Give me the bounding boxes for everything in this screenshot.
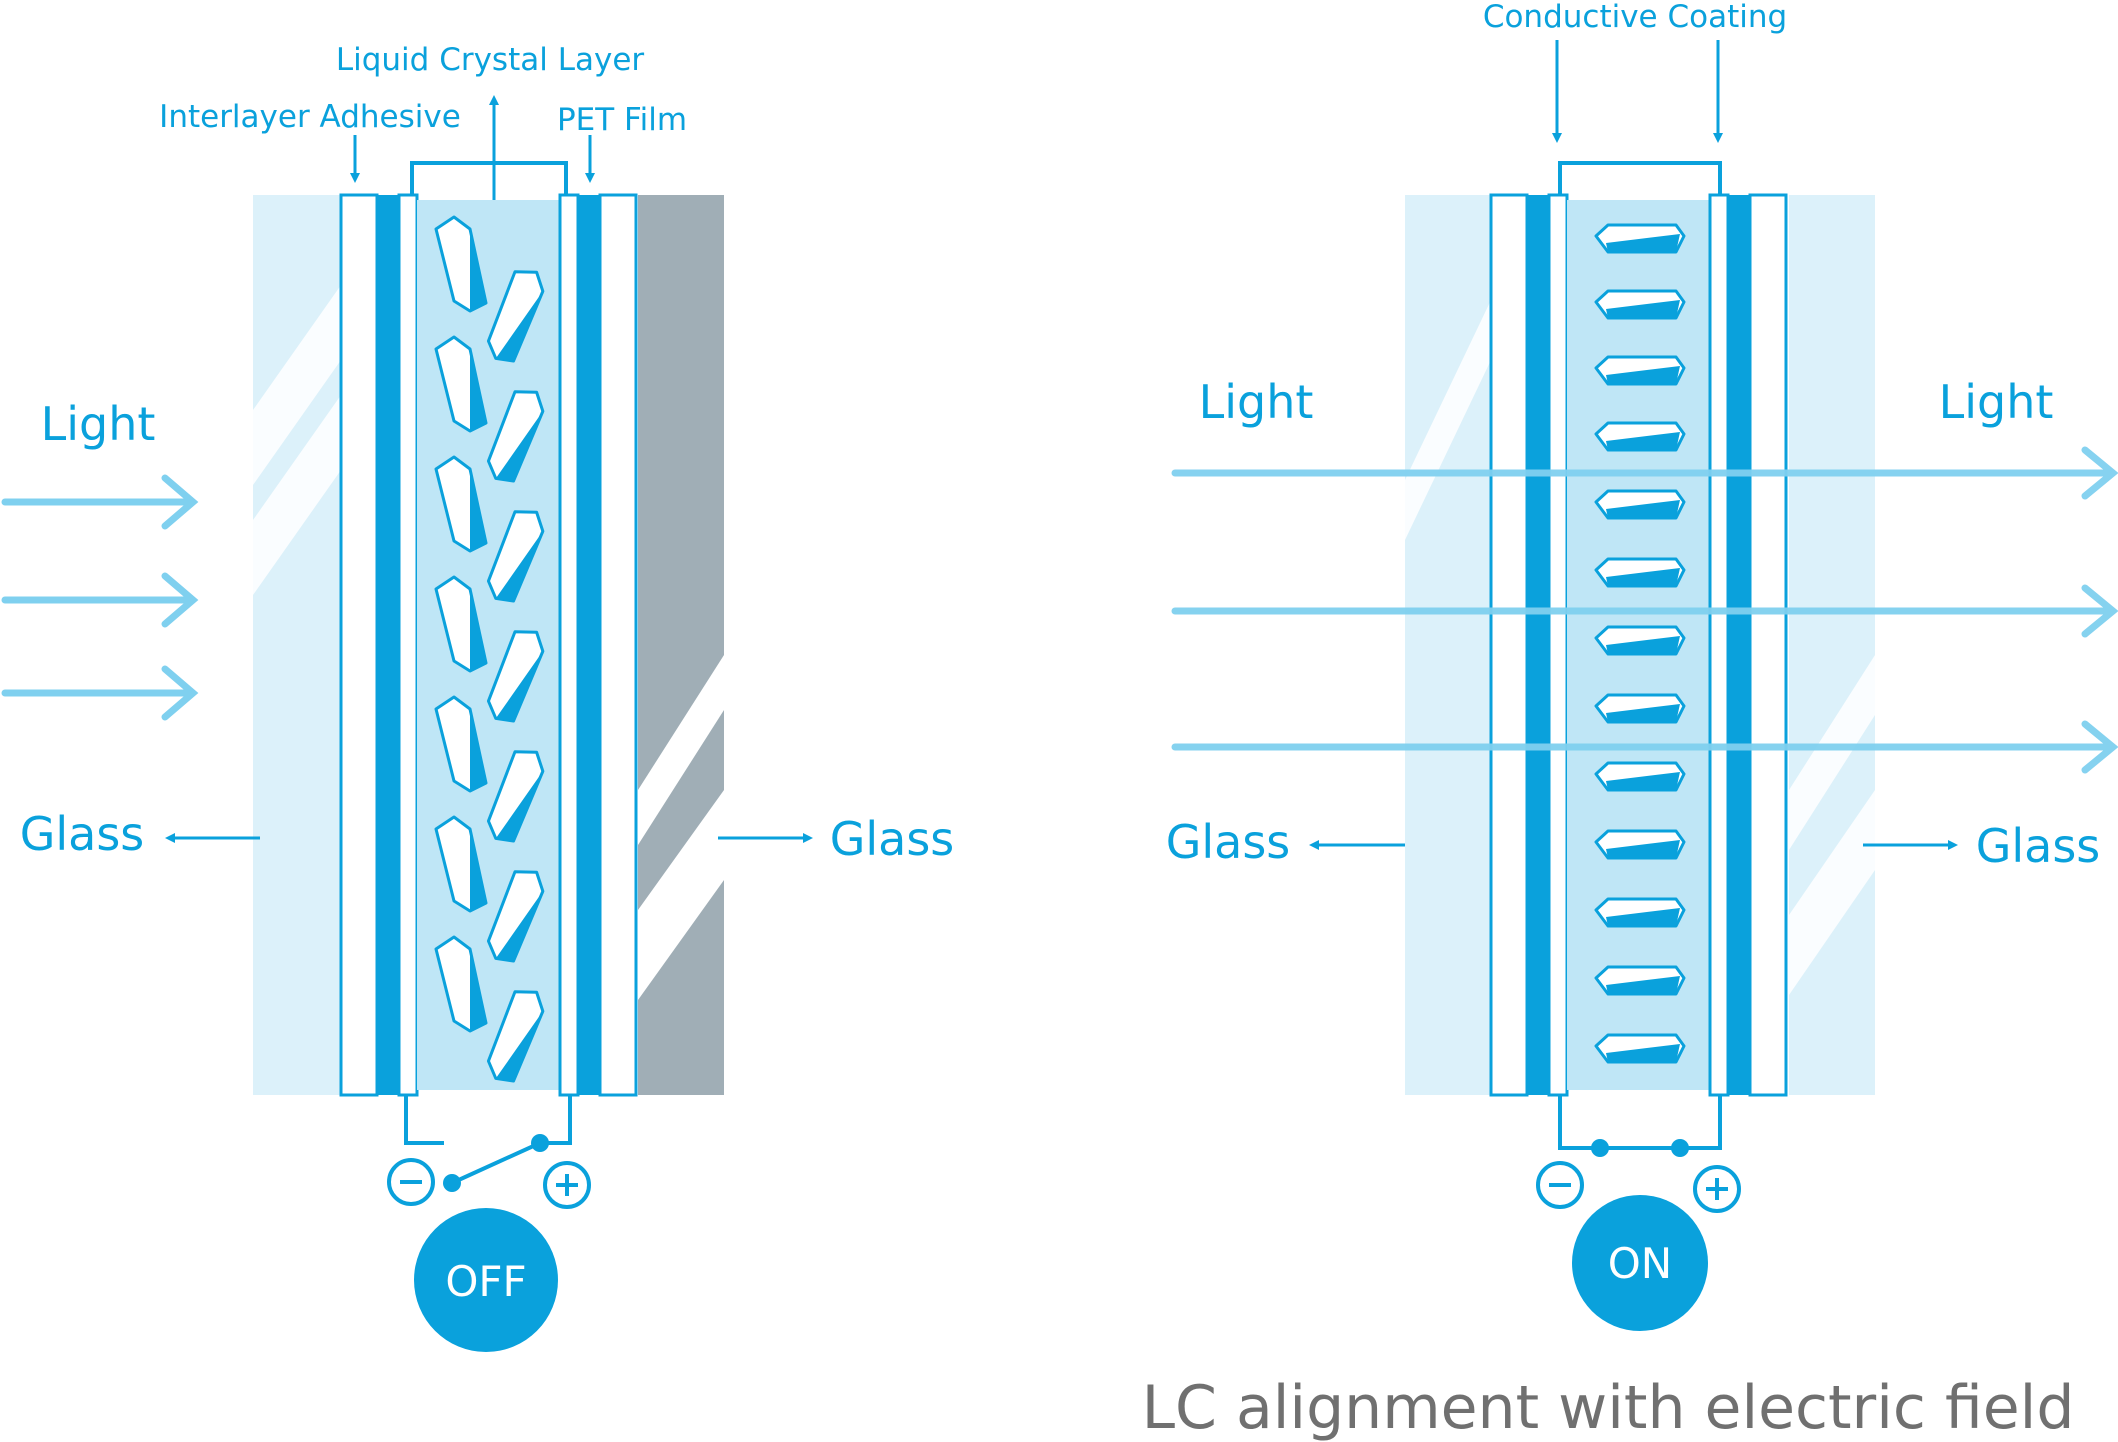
off-circuit-wire (404, 1095, 572, 1145)
on-label-glass-right: Glass (1976, 819, 2101, 873)
off-label-glass-right: Glass (830, 812, 955, 866)
off-label-interlayer-adhesive: Interlayer Adhesive (159, 99, 461, 135)
off-state-button[interactable] (414, 1208, 558, 1352)
on-panel: Conductive Coating Light Light Glass Gla… (1166, 0, 2118, 1331)
off-label-liquid-crystal-layer: Liquid Crystal Layer (336, 42, 645, 78)
off-label-glass-left: Glass (20, 807, 145, 861)
off-top-connector (410, 161, 568, 195)
off-panel: Liquid Crystal Layer Interlayer Adhesive… (1, 42, 955, 1352)
off-interlayer-left (377, 195, 399, 1095)
on-light-arrows (1171, 446, 2118, 774)
off-glass-left-reflection (253, 285, 341, 485)
on-label-glass-left: Glass (1166, 815, 1291, 869)
on-conductive-left (1527, 195, 1549, 1095)
off-label-pet-film: PET Film (557, 102, 687, 138)
on-label-light-left: Light (1199, 375, 1314, 429)
off-light-arrows (1, 474, 199, 721)
on-circuit-wire (1558, 1095, 1722, 1150)
off-pet-film-right (558, 193, 580, 1097)
caption: LC alignment with electric field (1142, 1373, 2075, 1442)
on-label-light-right: Light (1939, 375, 2054, 429)
on-top-connector (1558, 161, 1722, 195)
off-switch-lever (451, 1141, 541, 1185)
off-state-label: OFF (445, 1257, 526, 1306)
off-interlayer-right (578, 195, 600, 1095)
on-label-conductive-coating: Conductive Coating (1483, 0, 1787, 35)
off-pet-film-left (397, 193, 419, 1097)
off-label-light: Light (41, 397, 156, 451)
on-state-label: ON (1608, 1239, 1672, 1288)
on-state-button[interactable] (1572, 1195, 1708, 1331)
on-conductive-right (1728, 195, 1750, 1095)
